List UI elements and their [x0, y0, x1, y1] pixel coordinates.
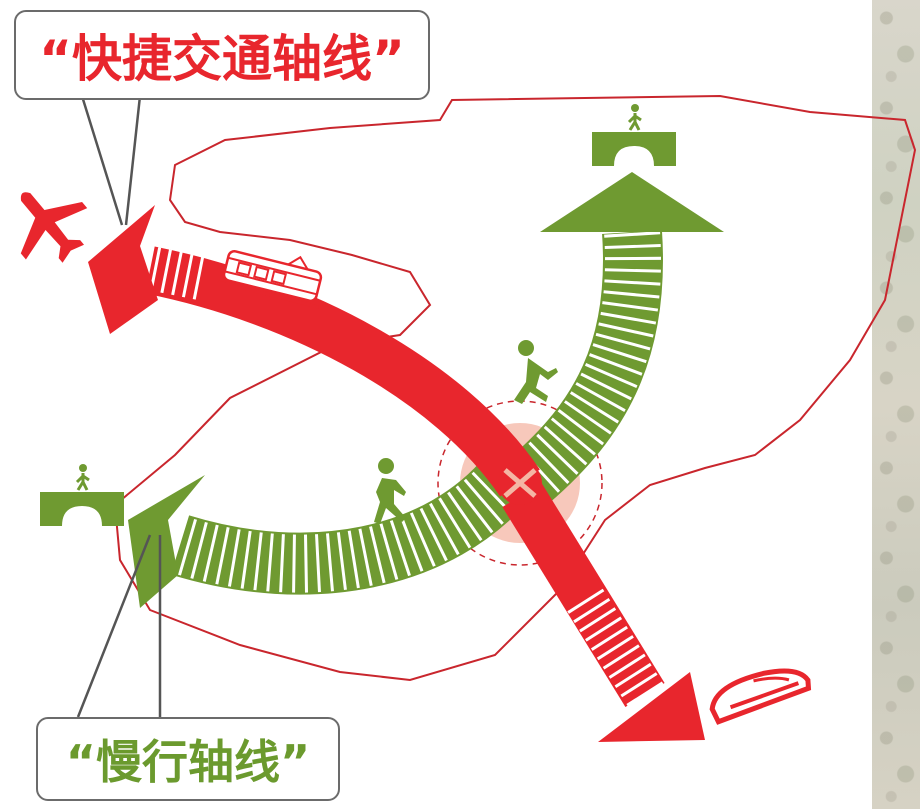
fast-axis-label: “快捷交通轴线” — [39, 30, 405, 88]
slow-axis-up-band — [510, 229, 663, 503]
bridge-pedestrian-icon — [40, 464, 124, 526]
train-icon — [217, 250, 323, 309]
high-speed-train-icon — [709, 668, 812, 725]
fast-axis-leader — [80, 95, 142, 226]
walking-person-icon — [374, 458, 406, 524]
walking-person-icon — [514, 340, 558, 404]
fast-axis-left-arrowhead — [88, 205, 158, 334]
fast-axis-left-band — [145, 246, 540, 497]
fast-axis-down-stripes — [567, 588, 668, 714]
site-boundary — [113, 94, 917, 682]
slow-axis-up-arrowhead — [540, 172, 724, 232]
fast-axis-label-box: “快捷交通轴线” — [14, 10, 430, 100]
background-photo-strip — [872, 0, 920, 809]
slow-axis-label: “慢行轴线” — [65, 735, 311, 789]
fast-axis-down-arrowhead — [598, 672, 705, 742]
slow-axis-left-band — [170, 454, 534, 595]
hub-center-stripes — [503, 468, 537, 498]
airplane-icon — [20, 192, 88, 263]
slow-axis-label-box: “慢行轴线” — [36, 717, 340, 801]
fast-axis-down-band — [502, 482, 665, 708]
slow-axis-leader — [76, 534, 162, 718]
bridge-pedestrian-icon — [592, 104, 676, 166]
slow-axis-left-arrowhead — [128, 475, 205, 608]
